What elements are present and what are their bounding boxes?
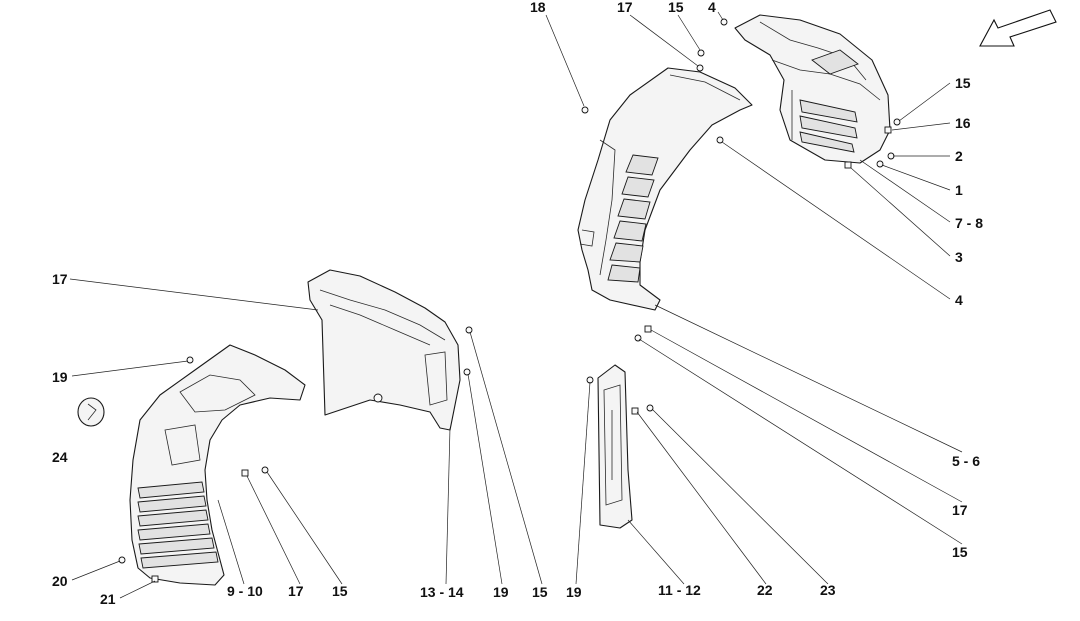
callout-17: 17 [288, 583, 304, 599]
callout-5-6: 5 - 6 [952, 453, 980, 469]
fasteners [118, 18, 901, 583]
callout-21: 21 [100, 591, 116, 607]
callout-20: 20 [52, 573, 68, 589]
callout-17: 17 [52, 271, 68, 287]
callout-15: 15 [532, 584, 548, 600]
callout-24: 24 [52, 449, 68, 465]
callout-19: 19 [52, 369, 68, 385]
upper-liner-panel [307, 269, 461, 431]
callout-22: 22 [757, 582, 773, 598]
callout-15: 15 [332, 583, 348, 599]
callout-15: 15 [668, 0, 684, 15]
callout-15: 15 [955, 75, 971, 91]
lower-vertical-liner [597, 364, 633, 529]
callout-9-10: 9 - 10 [227, 583, 263, 599]
cap-plug [77, 397, 105, 427]
callout-15: 15 [952, 544, 968, 560]
callout-13-14: 13 - 14 [420, 584, 464, 600]
front-wheelhouse-liner [577, 67, 753, 311]
callout-19: 19 [493, 584, 509, 600]
callout-7-8: 7 - 8 [955, 215, 983, 231]
callout-3: 3 [955, 249, 963, 265]
callout-1: 1 [955, 182, 963, 198]
leader-lines [69, 11, 963, 599]
direction-arrow-icon [979, 9, 1057, 47]
callout-4: 4 [708, 0, 716, 15]
callout-23: 23 [820, 582, 836, 598]
callout-18: 18 [530, 0, 546, 15]
callout-17: 17 [617, 0, 633, 15]
callout-4: 4 [955, 292, 963, 308]
callout-19: 19 [566, 584, 582, 600]
callout-17: 17 [952, 502, 968, 518]
callout-11-12: 11 - 12 [658, 582, 701, 598]
front-fender-liner [129, 344, 306, 586]
callout-2: 2 [955, 148, 963, 164]
callout-labels: 18 17 15 4 15 16 2 1 7 - 8 3 4 17 19 24 … [52, 0, 983, 607]
callout-16: 16 [955, 115, 971, 131]
rear-wheelhouse-liner [734, 14, 891, 164]
